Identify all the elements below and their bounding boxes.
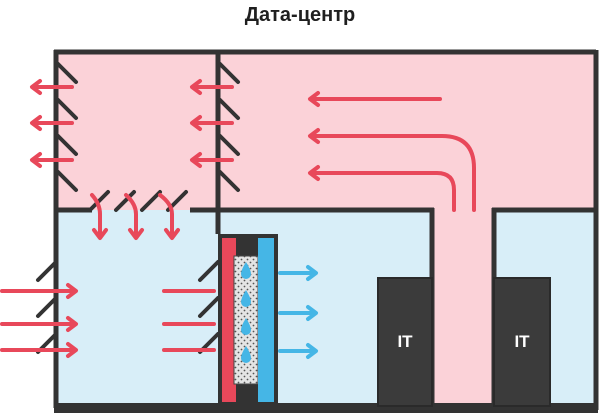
diagram-title: Дата-центр [244,4,356,26]
it-rack-2-label: IT [514,332,530,351]
it-rack-1-label: IT [397,332,413,351]
hot-zone-upper [56,52,594,210]
it-rack-1 [377,277,433,407]
intake-louvers-left [36,260,58,354]
exhaust-louvers-left [56,62,78,192]
hot-return-duct [432,210,494,406]
floor [54,403,598,413]
hot-air-arrows [0,79,476,358]
cool-air-arrows [278,265,318,359]
it-rack-2 [493,277,551,407]
recirculation-louvers [218,62,240,192]
cool-zone-left [56,210,218,406]
cooling-unit [218,234,278,404]
